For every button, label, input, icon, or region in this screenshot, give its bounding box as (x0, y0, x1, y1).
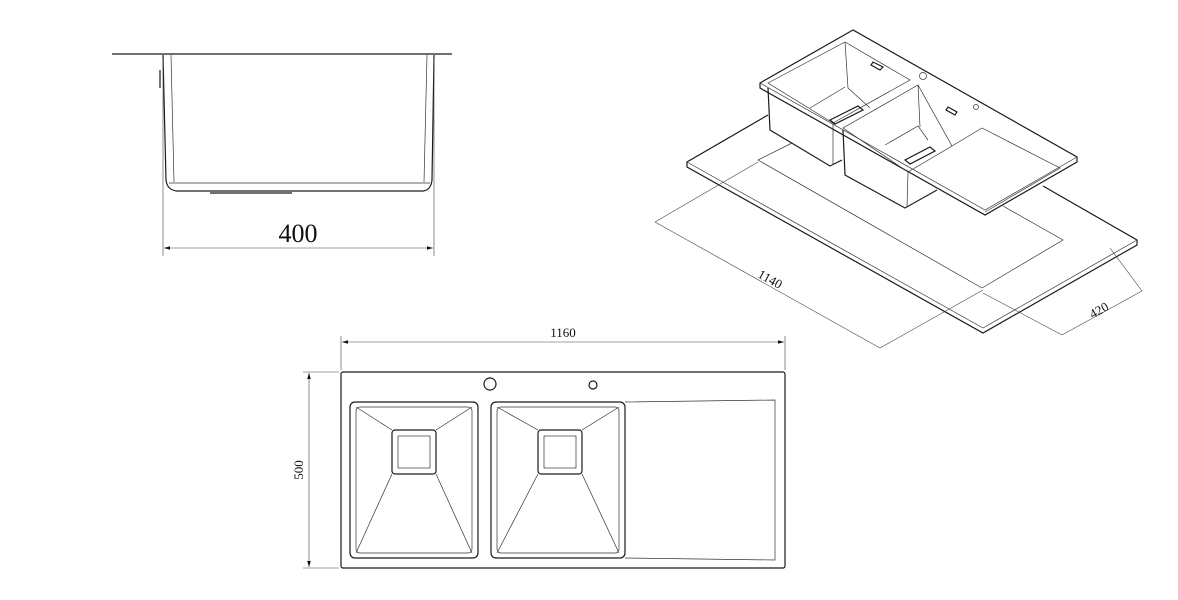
plan-height-label: 500 (291, 460, 306, 480)
iso-length-label: 1140 (755, 266, 785, 291)
iso-depth-label: 420 (1087, 299, 1111, 322)
front-view: 400 (112, 53, 452, 256)
front-width-label: 400 (279, 219, 318, 248)
isometric-view: 1140 420 (654, 29, 1143, 349)
plan-view: 1160 500 (291, 325, 786, 569)
plan-width-label: 1160 (550, 325, 576, 340)
